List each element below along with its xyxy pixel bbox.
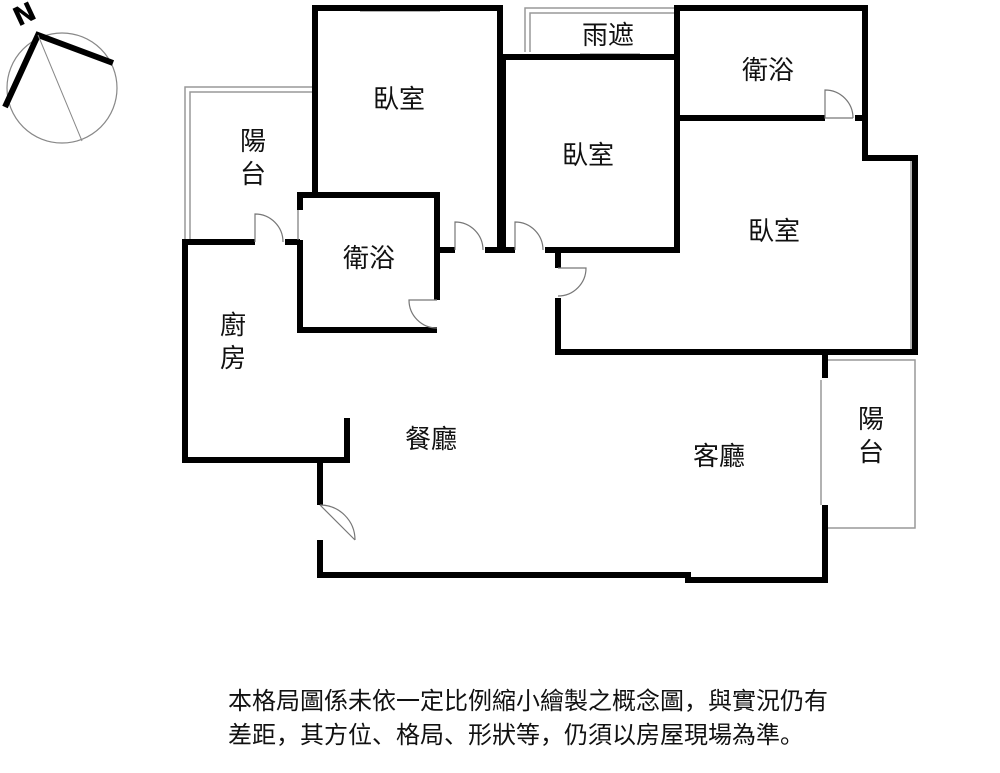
- room-living: 客廳: [693, 442, 746, 472]
- room-bedroom-2: 臥室: [562, 141, 615, 171]
- room-kitchen: 廚房: [219, 311, 246, 374]
- room-balcony-right: 陽台: [857, 405, 884, 468]
- disclaimer: 本格局圖係未依一定比例縮小繪製之概念圖，與實況仍有 差距，其方位、格局、形狀等，…: [228, 684, 998, 752]
- room-bath-2: 衛浴: [742, 56, 795, 86]
- room-bedroom-3: 臥室: [748, 217, 801, 247]
- walls: [182, 5, 918, 583]
- room-bedroom-1: 臥室: [373, 85, 426, 115]
- room-balcony-left: 陽台: [239, 127, 266, 190]
- doors: [254, 89, 854, 541]
- room-bath-1: 衛浴: [343, 244, 396, 274]
- disclaimer-line-2: 差距，其方位、格局、形狀等，仍須以房屋現場為準。: [228, 721, 804, 749]
- room-rain-shelter: 雨遮: [582, 21, 635, 51]
- disclaimer-line-1: 本格局圖係未依一定比例縮小繪製之概念圖，與實況仍有: [228, 687, 828, 715]
- compass-icon: [2, 31, 118, 144]
- room-dining: 餐廳: [405, 425, 458, 455]
- thin-walls: [184, 7, 916, 529]
